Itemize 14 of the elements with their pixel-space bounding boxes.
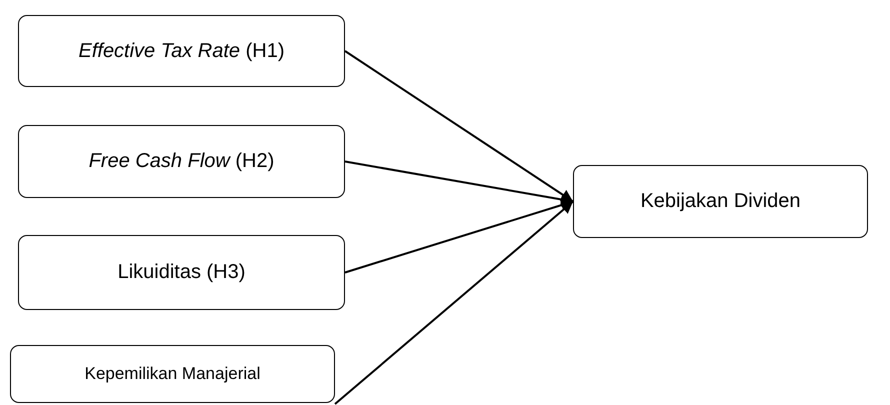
arrow xyxy=(344,160,574,206)
process-box xyxy=(573,165,868,238)
process-box xyxy=(18,15,345,87)
arrow xyxy=(344,50,574,202)
arrow xyxy=(344,199,574,274)
node-label: Free Cash Flow (H2) xyxy=(88,150,274,173)
process-box xyxy=(18,125,345,198)
arrow xyxy=(334,200,574,405)
node-label: Kebijakan Dividen xyxy=(640,190,801,213)
node-label: Effective Tax Rate (H1) xyxy=(78,40,284,62)
process-box xyxy=(18,235,345,310)
process-box xyxy=(10,345,335,403)
node-label: Likuiditas (H3) xyxy=(118,261,246,284)
node-label: Kepemilikan Manajerial xyxy=(84,364,260,384)
